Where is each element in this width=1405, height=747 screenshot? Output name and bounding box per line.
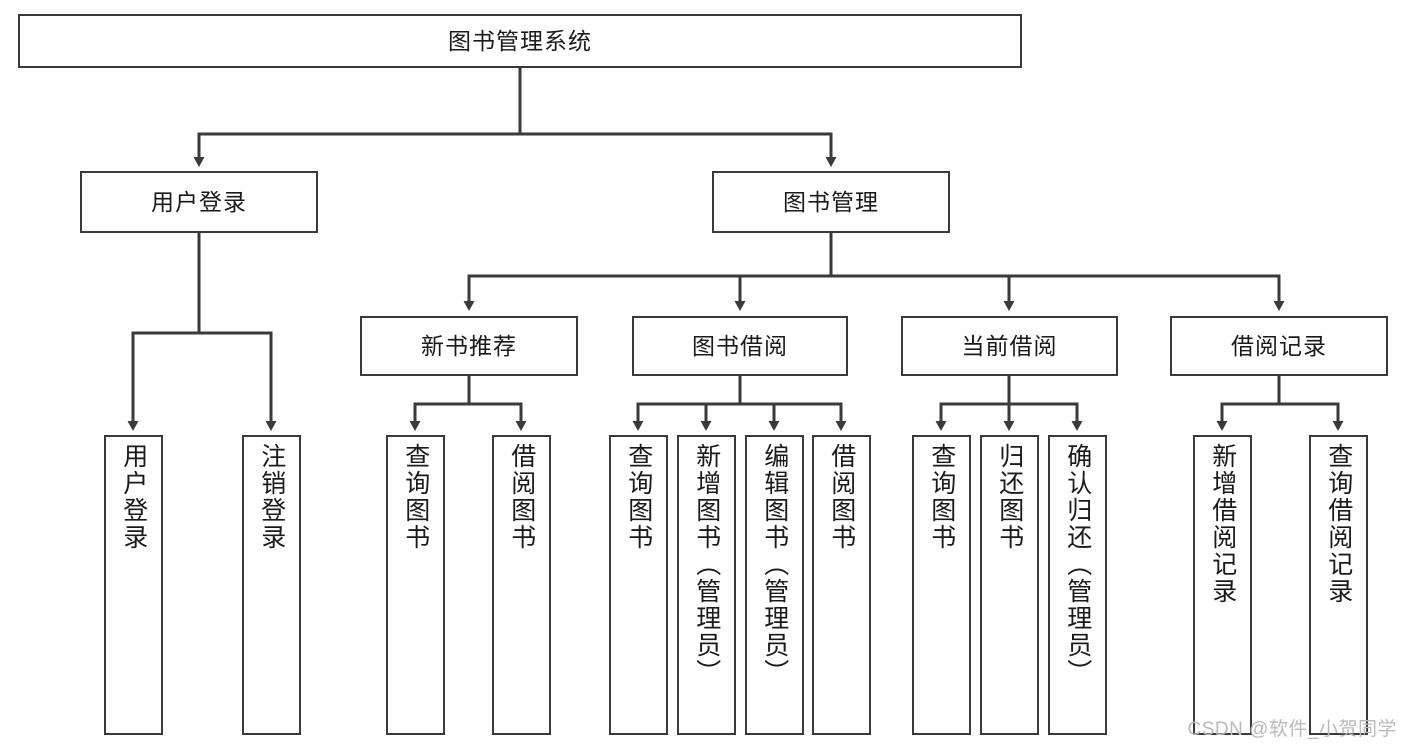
node-borrow-record[interactable]: 借阅记录 [1170, 316, 1388, 376]
leaf-user-login-label: 用户登录 [119, 443, 148, 551]
node-current-borrow[interactable]: 当前借阅 [901, 316, 1118, 376]
leaf-confirm-return-label: 确认归还（管理员） [1063, 443, 1092, 686]
leaf-query-borrow-record-label: 查询借阅记录 [1324, 443, 1353, 605]
node-borrow-record-label: 借阅记录 [1231, 332, 1327, 359]
leaf-query-book-borrow-label: 查询图书 [624, 443, 653, 551]
leaf-add-book-label: 新增图书（管理员） [692, 443, 721, 686]
leaf-add-borrow-record-label: 新增借阅记录 [1208, 443, 1237, 605]
leaf-logout-login-label: 注销登录 [257, 443, 286, 551]
leaf-borrow-book-label: 借阅图书 [827, 443, 856, 551]
leaf-return-book[interactable]: 归还图书 [980, 435, 1039, 735]
leaf-query-book-borrow[interactable]: 查询图书 [609, 435, 668, 735]
leaf-query-book-current[interactable]: 查询图书 [912, 435, 971, 735]
node-new-book-recommend[interactable]: 新书推荐 [360, 316, 578, 376]
leaf-query-borrow-record[interactable]: 查询借阅记录 [1309, 435, 1368, 735]
leaf-add-book[interactable]: 新增图书（管理员） [677, 435, 736, 735]
leaf-borrow-book-recommend-label: 借阅图书 [507, 443, 536, 551]
leaf-confirm-return[interactable]: 确认归还（管理员） [1048, 435, 1107, 735]
node-new-book-recommend-label: 新书推荐 [421, 332, 517, 359]
node-book-manage[interactable]: 图书管理 [712, 171, 950, 233]
node-book-manage-label: 图书管理 [783, 188, 879, 215]
leaf-edit-book[interactable]: 编辑图书（管理员） [745, 435, 804, 735]
node-user-login-label: 用户登录 [151, 188, 247, 215]
node-root[interactable]: 图书管理系统 [18, 14, 1022, 68]
node-user-login[interactable]: 用户登录 [80, 171, 318, 233]
csdn-watermark: CSDN @软件_小贺同学 [1187, 719, 1397, 740]
leaf-return-book-label: 归还图书 [995, 443, 1024, 551]
leaf-borrow-book[interactable]: 借阅图书 [812, 435, 871, 735]
leaf-user-login[interactable]: 用户登录 [104, 435, 163, 735]
leaf-query-book-recommend[interactable]: 查询图书 [386, 435, 445, 735]
node-book-borrow-label: 图书借阅 [692, 332, 788, 359]
leaf-logout-login[interactable]: 注销登录 [242, 435, 301, 735]
leaf-query-book-current-label: 查询图书 [927, 443, 956, 551]
node-book-borrow[interactable]: 图书借阅 [632, 316, 848, 376]
node-root-label: 图书管理系统 [448, 27, 592, 54]
leaf-borrow-book-recommend[interactable]: 借阅图书 [492, 435, 551, 735]
leaf-edit-book-label: 编辑图书（管理员） [760, 443, 789, 686]
leaf-add-borrow-record[interactable]: 新增借阅记录 [1193, 435, 1252, 735]
node-current-borrow-label: 当前借阅 [961, 332, 1058, 359]
leaf-query-book-recommend-label: 查询图书 [401, 443, 430, 551]
